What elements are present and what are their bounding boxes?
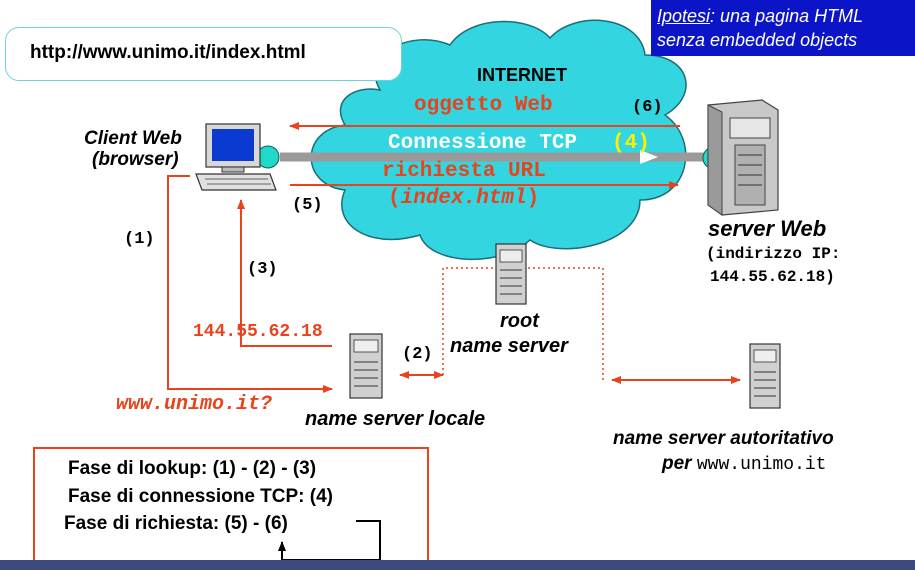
hypothesis-line1-rest: : una pagina HTML xyxy=(710,6,864,26)
lookup-answer-arrow xyxy=(237,199,332,347)
step-2-label: (2) xyxy=(402,345,433,364)
root-dotted-link-right xyxy=(528,267,604,380)
web-server-title: server Web xyxy=(708,216,827,241)
url-bubble xyxy=(5,27,402,81)
client-label-line1: Client Web xyxy=(84,128,182,149)
local-server-label: name server locale xyxy=(305,408,486,430)
web-server-icon xyxy=(707,99,779,216)
root-dotted-link-left xyxy=(442,267,496,375)
request-paren-open: ( xyxy=(388,187,401,210)
footer-bar xyxy=(0,560,915,570)
dns-answer-label: 144.55.62.18 xyxy=(193,322,323,342)
hypothesis-line2: senza embedded objects xyxy=(657,30,858,50)
web-server-ip-line1: (indirizzo IP: xyxy=(706,245,841,263)
request-file: index.html xyxy=(400,187,527,210)
web-server-ip-line2: 144.55.62.18) xyxy=(710,268,835,286)
step-1-label: (1) xyxy=(124,230,155,249)
web-object-label: oggetto Web xyxy=(414,94,553,117)
request-file-label: (index.html) xyxy=(388,187,539,210)
lookup-query-arrow xyxy=(167,175,333,393)
url-text: http://www.unimo.it/index.html xyxy=(30,42,306,63)
auth-server-line2: per www.unimo.it xyxy=(662,453,826,475)
phase-lookup: Fase di lookup: (1) - (2) - (3) xyxy=(68,458,317,479)
tcp-connection-label: Connessione TCP xyxy=(388,132,578,155)
step-5-label: (5) xyxy=(292,196,323,215)
internet-cloud xyxy=(310,19,687,260)
request-paren-close: ) xyxy=(526,187,540,210)
hypothesis-line1: Ipotesi: una pagina HTML xyxy=(657,6,863,27)
tcp-step-label: (4) xyxy=(612,132,650,155)
local-server-icon xyxy=(349,333,383,399)
auth-server-line1: name server autoritativo xyxy=(613,428,834,449)
dns-query-label: www.unimo.it? xyxy=(116,393,273,416)
step-3-label: (3) xyxy=(247,260,278,279)
root-server-line1: root xyxy=(500,310,539,332)
phase-connection: Fase di connessione TCP: (4) xyxy=(68,486,333,507)
tcp-arrowhead xyxy=(640,150,658,164)
auth-server-icon xyxy=(749,343,781,409)
client-label-line2: (browser) xyxy=(92,149,179,170)
auth-server-per: per xyxy=(662,453,692,474)
hypothesis-box xyxy=(651,0,915,56)
hypothesis-term: Ipotesi xyxy=(657,6,711,26)
root-server-icon xyxy=(495,243,527,305)
url-request-label: richiesta URL xyxy=(382,160,546,183)
phase-request: Fase di richiesta: (5) - (6) xyxy=(64,513,288,534)
client-computer-icon xyxy=(195,123,277,191)
internet-label: INTERNET xyxy=(477,65,567,85)
auth-server-domain: www.unimo.it xyxy=(696,455,827,475)
root-server-line2: name server xyxy=(450,335,568,357)
step-6-label: (6) xyxy=(632,98,663,117)
